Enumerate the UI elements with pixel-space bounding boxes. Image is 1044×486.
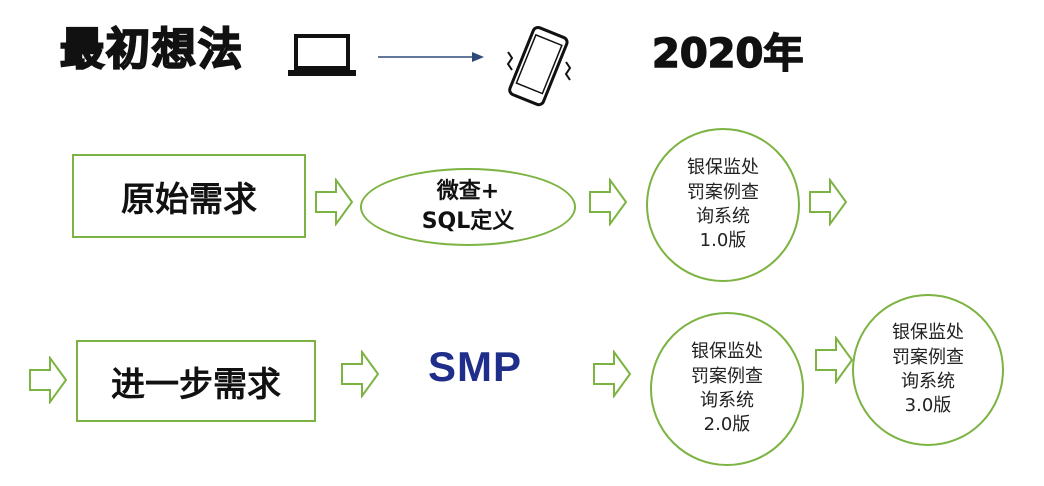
year-label: 2020年 xyxy=(651,31,804,77)
circle-line: 罚案例查 xyxy=(892,346,964,368)
circle-line: 询系统 xyxy=(901,371,955,392)
hollow-right-arrow-icon xyxy=(815,336,854,384)
circle-line: 2.0版 xyxy=(703,414,751,436)
circle-line: 3.0版 xyxy=(904,395,952,417)
hollow-right-arrow-icon xyxy=(341,350,380,398)
further-requirement-label: 进一步需求 xyxy=(111,364,281,405)
smp-label: SMP xyxy=(428,343,523,390)
circle-line: 罚案例查 xyxy=(687,181,759,203)
original-requirement-box: 原始需求 xyxy=(72,154,306,238)
laptop-icon xyxy=(288,34,356,76)
original-requirement-label: 原始需求 xyxy=(121,179,257,220)
further-requirement-box: 进一步需求 xyxy=(76,340,316,422)
hollow-right-arrow-icon xyxy=(809,178,848,226)
hollow-right-arrow-icon xyxy=(593,350,632,398)
circle-line: 询系统 xyxy=(700,390,754,411)
circle-line: 银保监处 xyxy=(691,341,763,363)
circle-line: 银保监处 xyxy=(687,157,759,179)
smartphone-icon xyxy=(506,25,572,107)
circle-line: 银保监处 xyxy=(892,322,964,344)
header-title: 最初想法 xyxy=(59,24,244,75)
ellipse-line-2: SQL定义 xyxy=(421,209,515,234)
system-v3-circle: 银保监处 罚案例查 询系统 3.0版 xyxy=(852,294,1004,446)
sql-definition-ellipse: 微查+ SQL定义 xyxy=(360,168,576,246)
circle-line: 询系统 xyxy=(696,206,750,227)
ellipse-line-1: 微查+ xyxy=(436,179,500,205)
system-v1-circle: 银保监处 罚案例查 询系统 1.0版 xyxy=(646,128,800,282)
circle-line: 罚案例查 xyxy=(691,365,763,387)
hollow-right-arrow-icon xyxy=(29,356,68,404)
hollow-right-arrow-icon xyxy=(589,178,628,226)
system-v2-circle: 银保监处 罚案例查 询系统 2.0版 xyxy=(650,312,804,466)
circle-line: 1.0版 xyxy=(699,230,747,252)
hollow-right-arrow-icon xyxy=(315,178,354,226)
long-arrow-icon xyxy=(378,52,484,62)
